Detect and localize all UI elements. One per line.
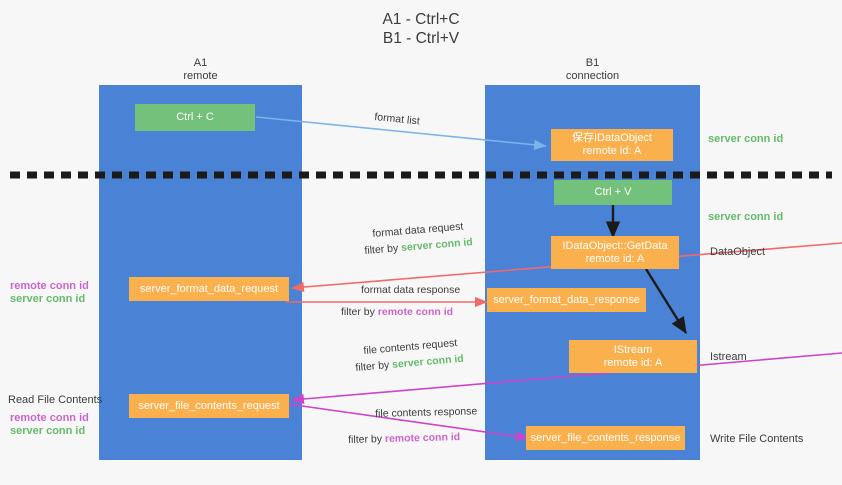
- box-server-format-data-response[interactable]: server_format_data_response: [487, 288, 646, 312]
- label-write-file-contents: Write File Contents: [710, 433, 804, 445]
- filter-value-remote-conn-id: remote conn id: [377, 306, 454, 318]
- page-title: A1 - Ctrl+C B1 - Ctrl+V: [382, 11, 460, 47]
- column-b1-header: B1 connection: [565, 57, 620, 82]
- box-server-format-data-request[interactable]: server_format_data_request: [129, 277, 289, 301]
- label-server-conn-id-1: server conn id: [10, 293, 86, 305]
- arrow-format-list: [255, 116, 547, 150]
- label-server-conn-id-2: server conn id: [10, 425, 86, 437]
- label-remote-conn-id-2: remote conn id: [10, 412, 89, 424]
- divider-dashed-line: [10, 171, 832, 179]
- label-server-conn-id-mid: server conn id: [708, 211, 784, 223]
- arrow-getdata-to-istream: [644, 268, 688, 335]
- label-server-conn-id-top: server conn id: [708, 133, 784, 145]
- box-ctrl-c[interactable]: Ctrl + C: [135, 104, 255, 131]
- box-istream[interactable]: IStream remote id: A: [569, 340, 697, 373]
- box-idataobject-getdata[interactable]: IDataObject::GetData remote id: A: [551, 236, 679, 269]
- box-server-file-contents-request[interactable]: server_file_contents_request: [129, 394, 289, 418]
- box-server-file-contents-response[interactable]: server_file_contents_response: [526, 426, 685, 450]
- annotation-format-data-response-filter: filter by remote conn id: [341, 306, 453, 318]
- label-istream: Istream: [710, 351, 747, 363]
- label-dataobject: DataObject: [710, 246, 766, 258]
- filter-prefix: filter by: [341, 306, 378, 318]
- filter-prefix: filter by: [348, 433, 386, 446]
- label-remote-conn-id-1: remote conn id: [10, 280, 89, 292]
- annotation-format-data-response: format data response: [361, 284, 461, 296]
- box-ctrl-v[interactable]: Ctrl + V: [554, 180, 672, 205]
- column-a1-header: A1 remote: [183, 57, 218, 82]
- box-save-idataobject[interactable]: 保存IDataObject remote id: A: [551, 129, 673, 161]
- filter-value-remote-conn-id: remote conn id: [384, 431, 461, 446]
- arrow-file-contents-request: [291, 352, 842, 405]
- arrow-file-contents-response: [287, 403, 529, 442]
- label-read-file-contents: Read File Contents: [8, 394, 103, 406]
